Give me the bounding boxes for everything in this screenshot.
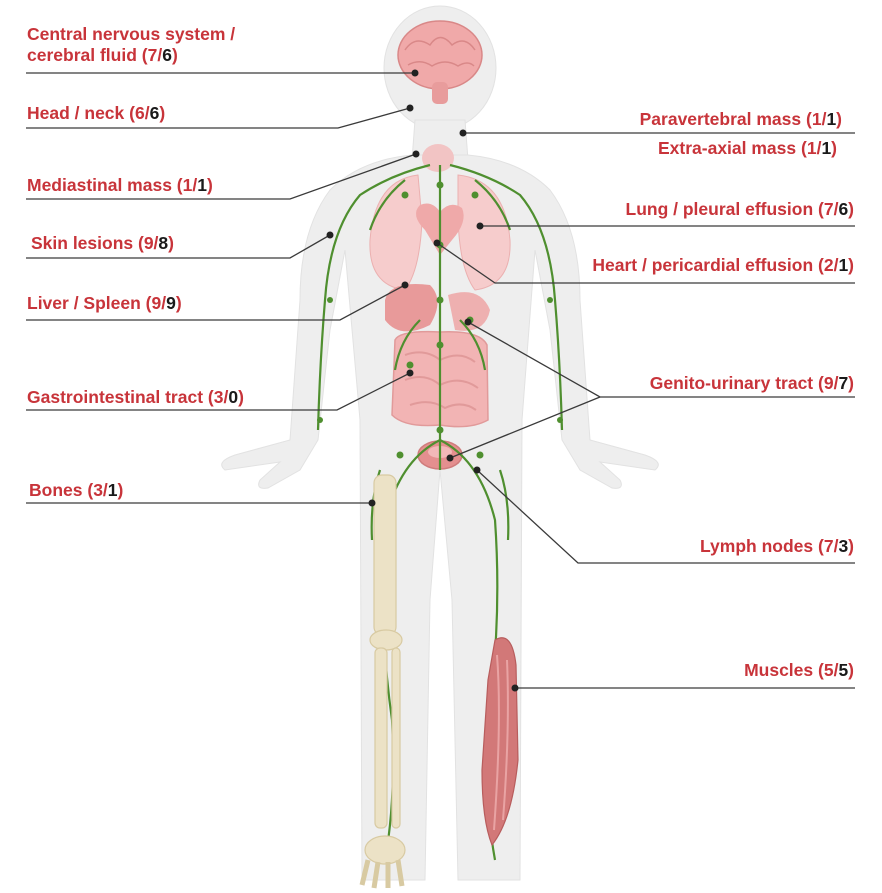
label-lung-pleural-effusion: Lung / pleural effusion (7/6) [626,199,855,220]
label-muscles: Muscles (5/5) [744,660,854,681]
label-gastrointestinal-tract: Gastrointestinal tract (3/0) [27,387,244,408]
thyroid-icon [422,144,454,172]
label-genito-urinary-tract: Genito-urinary tract (9/7) [650,373,854,394]
label-paravertebral-mass: Paravertebral mass (1/1) [640,109,842,130]
label-lymph-nodes: Lymph nodes (7/3) [700,536,854,557]
label-liver-spleen: Liver / Spleen (9/9) [27,293,182,314]
label-heart-pericardial-effusion: Heart / pericardial effusion (2/1) [592,255,854,276]
label-cns: Central nervous system / cerebral fluid … [27,24,235,66]
label-cns-line1: Central nervous system / [27,24,235,45]
label-skin-lesions: Skin lesions (9/8) [31,233,174,254]
label-mediastinal-mass: Mediastinal mass (1/1) [27,175,213,196]
label-extra-axial-mass: Extra-axial mass (1/1) [658,138,837,159]
label-head-neck: Head / neck (6/6) [27,103,165,124]
label-bones: Bones (3/1) [29,480,123,501]
